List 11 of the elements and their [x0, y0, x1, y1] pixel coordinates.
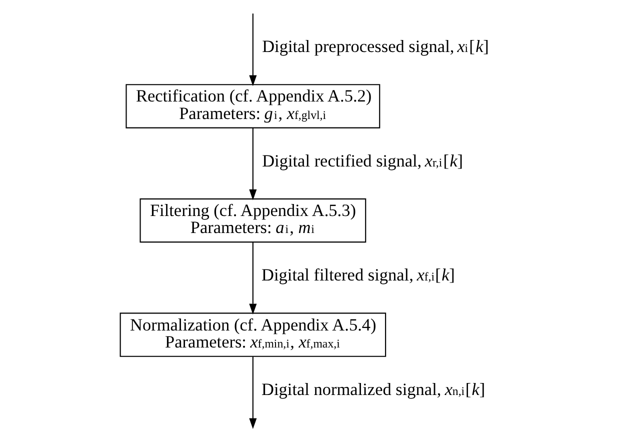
edge-label: Digital filtered signal, xf,i[k]: [262, 266, 455, 285]
edge-label: Digital rectified signal, xr,i[k]: [262, 151, 464, 170]
edge-label: Digital normalized signal, xn,i[k]: [262, 380, 486, 399]
node-box: Normalization (cf. Appendix A.5.4) Parameters: xf,min,i, xf,max,i: [120, 312, 386, 357]
node-box: Rectification (cf. Appendix A.5.2) Parameters: gi, xf,glvl,i: [126, 84, 380, 128]
arrow: [249, 356, 257, 430]
edge-label: Digital preprocessed signal, xi[k]: [262, 37, 489, 56]
node-box: Filtering (cf. Appendix A.5.3) Parameters: ai, mi: [140, 198, 366, 243]
arrow: [249, 242, 257, 315]
arrow: [249, 128, 257, 200]
arrow: [249, 14, 257, 86]
